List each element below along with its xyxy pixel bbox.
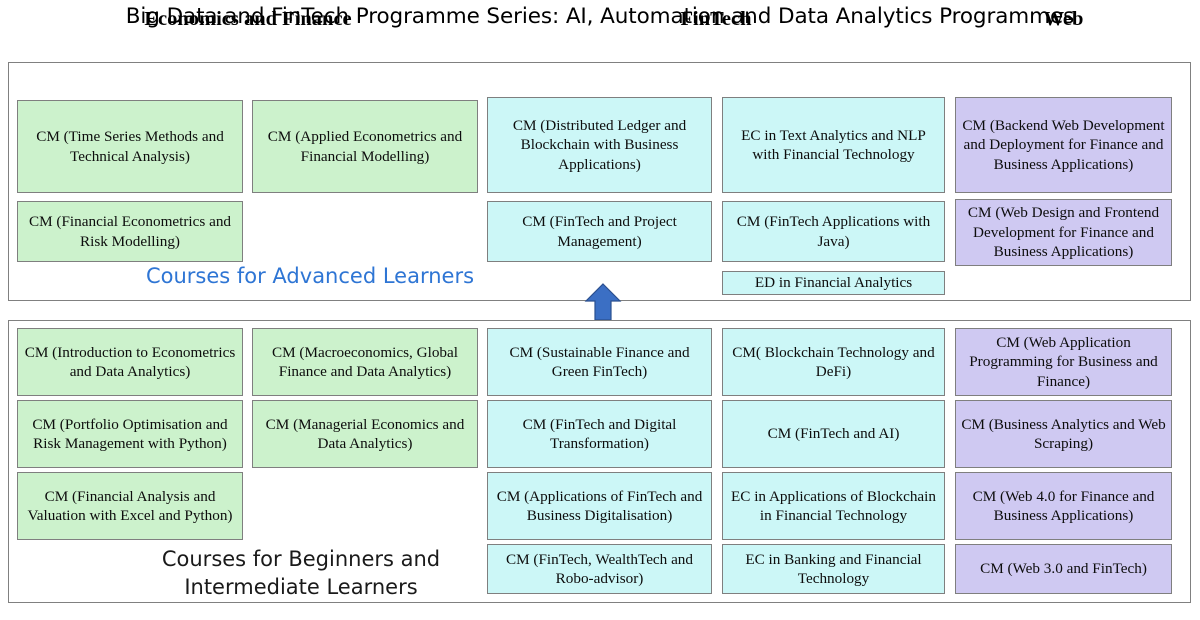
course-box[interactable]: CM (Backend Web Development and Deployme… [955,97,1172,193]
course-box[interactable]: CM (FinTech Applications with Java) [722,201,945,262]
course-box[interactable]: CM (Financial Econometrics and Risk Mode… [17,201,243,262]
course-box[interactable]: EC in Text Analytics and NLP with Financ… [722,97,945,193]
caption-beginner-learners: Courses for Beginners and Intermediate L… [161,547,441,599]
course-box[interactable]: CM (Web Design and Frontend Development … [955,199,1172,266]
course-box[interactable]: CM (Business Analytics and Web Scraping) [955,400,1172,468]
course-box[interactable]: CM (Financial Analysis and Valuation wit… [17,472,243,540]
course-box[interactable]: CM (FinTech and Digital Transformation) [487,400,712,468]
course-box[interactable]: CM (Applications of FinTech and Business… [487,472,712,540]
course-box[interactable]: CM (Portfolio Optimisation and Risk Mana… [17,400,243,468]
course-box[interactable]: EC in Applications of Blockchain in Fina… [722,472,945,540]
caption-advanced-learners: Courses for Advanced Learners [145,264,475,288]
course-box[interactable]: EC in Banking and Financial Technology [722,544,945,594]
up-arrow-icon [583,282,623,322]
course-box[interactable]: CM (Web 3.0 and FinTech) [955,544,1172,594]
course-box[interactable]: CM (FinTech and Project Management) [487,201,712,262]
column-header-economics-and-finance: Economics and Finance [144,8,352,30]
course-box[interactable]: CM (Distributed Ledger and Blockchain wi… [487,97,712,193]
course-box[interactable]: CM (Web Application Programming for Busi… [955,328,1172,396]
course-box[interactable]: CM( Blockchain Technology and DeFi) [722,328,945,396]
column-header-fintech: FinTech [680,8,752,30]
course-box[interactable]: ED in Financial Analytics [722,271,945,295]
page-title: Big Data and FinTech Programme Series: A… [125,4,1075,29]
course-box[interactable]: CM (Web 4.0 for Finance and Business App… [955,472,1172,540]
course-box[interactable]: CM (FinTech, WealthTech and Robo-advisor… [487,544,712,594]
course-box[interactable]: CM (FinTech and AI) [722,400,945,468]
course-box[interactable]: CM (Introduction to Econometrics and Dat… [17,328,243,396]
course-box[interactable]: CM (Time Series Methods and Technical An… [17,100,243,193]
column-header-web: Web [1043,8,1084,30]
course-box[interactable]: CM (Applied Econometrics and Financial M… [252,100,478,193]
course-box[interactable]: CM (Macroeconomics, Global Finance and D… [252,328,478,396]
course-box[interactable]: CM (Managerial Economics and Data Analyt… [252,400,478,468]
course-box[interactable]: CM (Sustainable Finance and Green FinTec… [487,328,712,396]
